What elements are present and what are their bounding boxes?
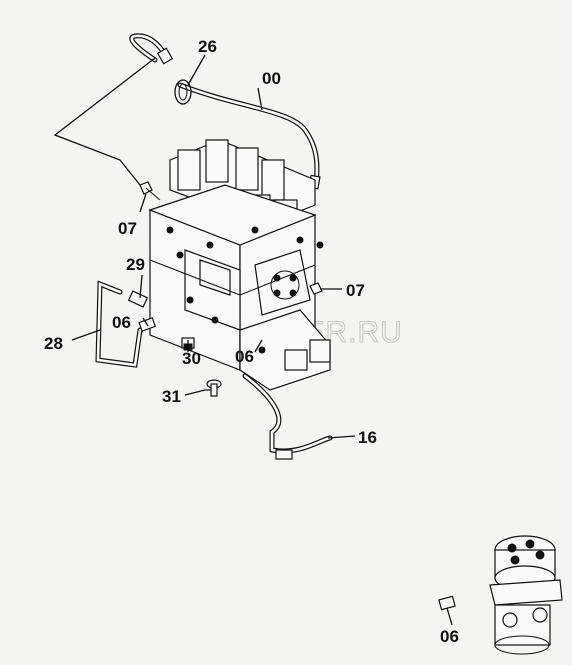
callout-07-left: 07 [118,219,137,238]
clamp-26 [174,79,192,105]
leader-lines [53,54,453,626]
callout-06-bottom: 06 [440,627,459,646]
swivel-joint [438,535,563,655]
callout-06-left: 06 [112,313,131,332]
bolt-31 [206,379,222,397]
fitting-07-left [139,181,161,201]
pipe-28 [95,280,143,368]
fitting-07-right [309,282,323,295]
callout-06-middle: 06 [235,347,254,366]
control-valve [148,139,331,391]
callout-28: 28 [44,334,63,353]
callout-07-right: 07 [346,281,365,300]
callout-31: 31 [162,387,181,406]
callout-30: 30 [182,349,201,368]
callout-16: 16 [358,428,377,447]
hose-00 [129,33,321,190]
callout-00: 00 [262,69,281,88]
fitting-29 [127,290,149,308]
callout-26: 26 [198,37,217,56]
hose-16 [242,373,333,460]
callout-29: 29 [126,255,145,274]
